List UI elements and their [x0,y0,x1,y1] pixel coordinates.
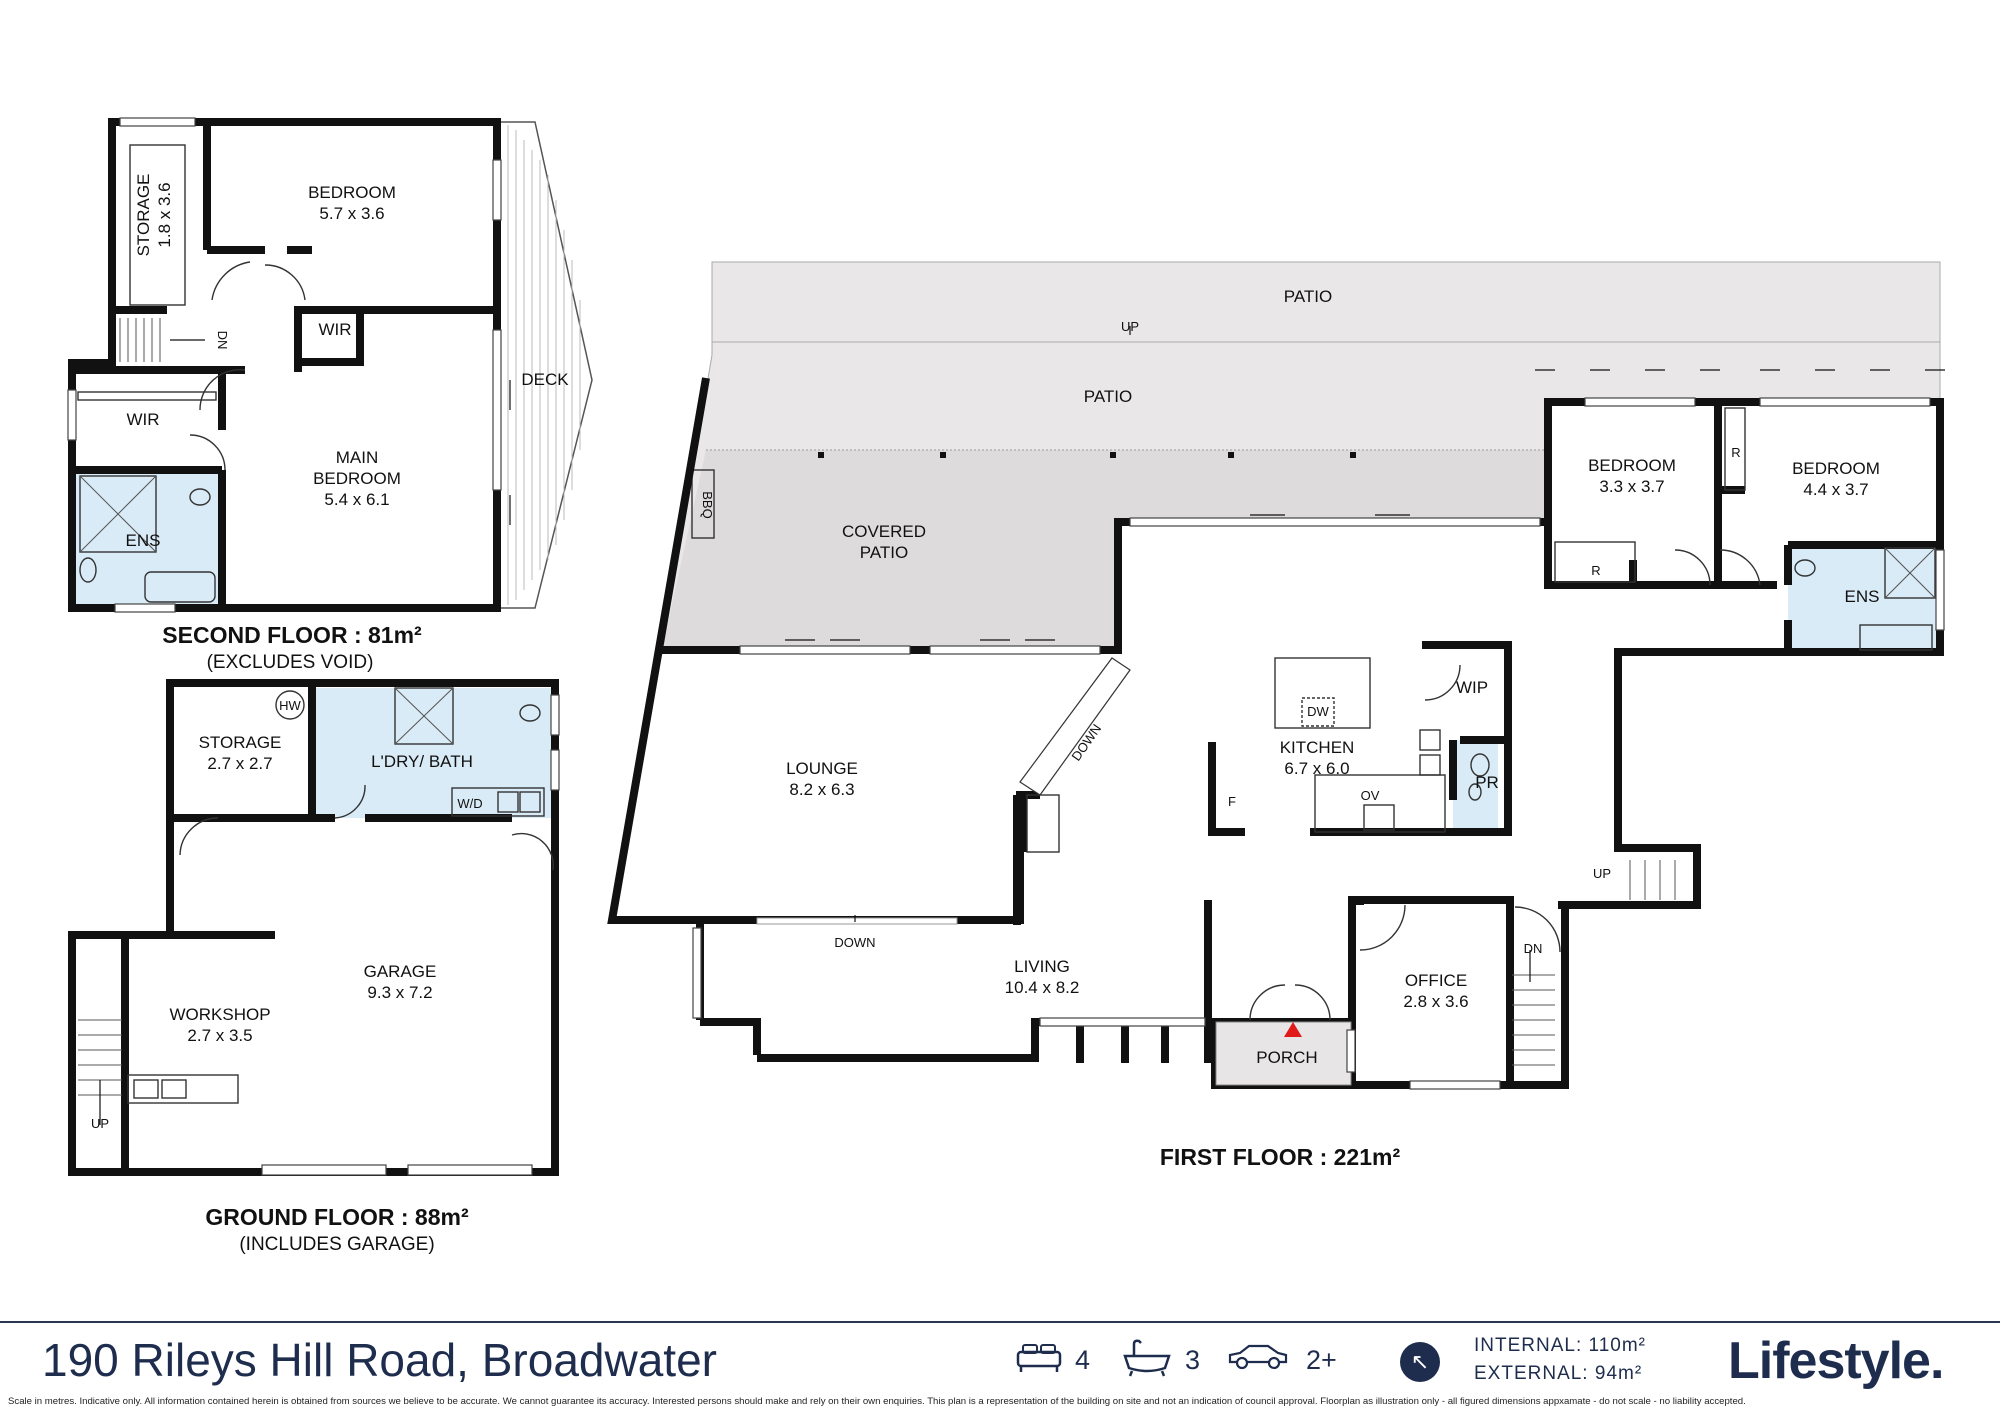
up-stair-label: UP [1593,866,1611,881]
deck-area [499,121,593,609]
pr-label: PR [1475,773,1499,792]
covered-patio-label-2: PATIO [860,543,909,562]
footer-divider [0,1321,2000,1323]
brand-logo: Lifestyle. [1728,1332,1944,1390]
bbq-label: BBQ [700,491,715,518]
internal-label: INTERNAL: [1474,1335,1583,1356]
lounge-label: LOUNGE [786,759,858,778]
patio-lower-label: PATIO [1084,387,1133,406]
floor-plan: STORAGE 1.8 x 3.6 BEDROOM 5.7 x 3.6 WIR … [67,117,1945,1255]
workshop-dims: 2.7 x 3.5 [187,1026,252,1045]
living-label: LIVING [1014,957,1070,976]
covered-patio-label-1: COVERED [842,522,926,541]
first-floor-title: FIRST FLOOR : 221m² [1160,1144,1401,1170]
first-floor-plan: PATIO UP PATIO COVERED PATIO BBQ BEDROOM… [607,261,1945,1170]
bedroom-dims: 5.7 x 3.6 [319,204,384,223]
down-lower-label: DOWN [834,935,875,950]
wip-label: WIP [1456,678,1488,697]
bed-icon [1016,1344,1062,1372]
porch-area [1215,1021,1352,1086]
ground-storage-dims: 2.7 x 2.7 [207,754,272,773]
wir-label: WIR [126,410,159,429]
car-icon [1228,1344,1288,1370]
kitchen-dims: 6.7 x 6.0 [1284,759,1349,778]
property-address: 190 Rileys Hill Road, Broadwater [42,1334,717,1386]
bedroom-a-label: BEDROOM [1588,456,1676,475]
upper-patio [711,261,1941,343]
second-floor-plan: STORAGE 1.8 x 3.6 BEDROOM 5.7 x 3.6 WIR … [67,117,593,673]
storage-label: STORAGE [134,174,153,257]
bedroom-a-dims: 3.3 x 3.7 [1599,477,1664,496]
office-label: OFFICE [1405,971,1467,990]
wd-label: W/D [457,796,482,811]
wir-small-label: WIR [318,320,351,339]
bedroom-b-dims: 4.4 x 3.7 [1803,480,1868,499]
deck-label: DECK [521,370,569,389]
patio-upper-label: PATIO [1284,287,1333,306]
patio-up-label: UP [1121,319,1139,334]
first-dn-label: DN [1524,941,1543,956]
ground-floor-subtitle: (INCLUDES GARAGE) [239,1234,434,1255]
ground-floor-title: GROUND FLOOR : 88m² [205,1204,469,1230]
main-bedroom-dims: 5.4 x 6.1 [324,490,389,509]
ground-storage-label: STORAGE [199,733,282,752]
workshop-label: WORKSHOP [169,1005,270,1024]
laundry-label: L'DRY/ BATH [371,752,473,771]
bedroom-label: BEDROOM [308,183,396,202]
ov-label: OV [1361,788,1380,803]
bedroom-count: 4 [1075,1345,1091,1375]
dn-label: DN [215,331,230,350]
external-label: EXTERNAL: [1474,1363,1589,1384]
internal-value: 110m² [1588,1335,1646,1356]
second-floor-subtitle: (EXCLUDES VOID) [207,652,374,673]
dw-label: DW [1307,704,1329,719]
office-dims: 2.8 x 3.6 [1403,992,1468,1011]
entry-marker [1284,1022,1302,1037]
garage-label: GARAGE [364,962,437,981]
lounge-dims: 8.2 x 6.3 [789,780,854,799]
kitchen-label: KITCHEN [1280,738,1355,757]
garage-dims: 9.3 x 7.2 [367,983,432,1002]
fireplace [1013,795,1027,852]
external-value: 94m² [1594,1363,1643,1384]
storage-dims: 1.8 x 3.6 [155,182,174,247]
living-dims: 10.4 x 8.2 [1005,978,1080,997]
main-bedroom-label-2: BEDROOM [313,469,401,488]
first-ens-label: ENS [1845,587,1880,606]
covered-patio [662,450,1545,650]
external-area: EXTERNAL: 94m² [1474,1363,1642,1385]
bedroom-b-label: BEDROOM [1792,459,1880,478]
r2-label: R [1731,445,1740,460]
ens-fill [75,470,220,605]
ens-label: ENS [126,531,161,550]
ground-up-label: UP [91,1116,109,1131]
hw-label: HW [279,698,301,713]
laundry-fill [315,688,552,818]
ground-floor-plan: HW STORAGE 2.7 x 2.7 L'DRY/ BATH W/D GAR… [68,679,560,1255]
disclaimer-text: Scale in metres. Indicative only. All in… [8,1396,1746,1407]
f-label: F [1228,794,1236,809]
internal-area: INTERNAL: 110m² [1474,1335,1646,1357]
bathroom-count: 3 [1185,1345,1201,1375]
car-count: 2+ [1306,1345,1337,1375]
main-bedroom-label-1: MAIN [336,448,379,467]
porch-label: PORCH [1256,1048,1317,1067]
compass-icon: ↖ [1400,1342,1440,1382]
second-floor-title: SECOND FLOOR : 81m² [162,622,422,648]
r1-label: R [1591,563,1600,578]
bath-icon [1123,1339,1171,1377]
